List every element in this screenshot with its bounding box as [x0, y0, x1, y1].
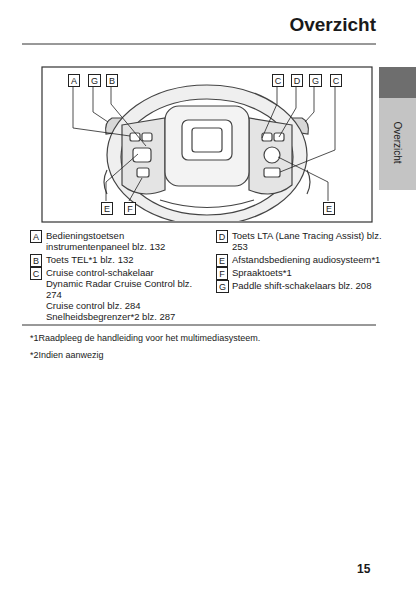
description-text: Toets LTA (Lane Tracing Assist) blz. 253 — [232, 230, 392, 252]
description-text: Cruise control-schakelaar — [46, 267, 196, 278]
header-rule — [22, 44, 376, 45]
callout-letter: E — [101, 202, 113, 215]
side-tab-dark — [379, 67, 416, 98]
callout-letter: G — [88, 74, 101, 87]
callout-letter: G — [309, 74, 322, 87]
description-text: Paddle shift-schakelaars blz. 208 — [232, 280, 392, 291]
callout-letter-text: B — [33, 256, 39, 266]
callout-letter-text: G — [91, 76, 98, 86]
footnote-rule — [22, 325, 376, 326]
callout-letter: F — [124, 202, 136, 215]
callout-letter: C — [272, 74, 284, 87]
description-text: Dynamic Radar Cruise Control blz. 274 — [46, 278, 196, 300]
legend-letter: D — [216, 230, 228, 243]
callout-letter-text: A — [71, 76, 77, 86]
callout-letter-text: C — [333, 76, 340, 86]
callout-letter-text: E — [326, 204, 332, 214]
callout-letter-text: E — [104, 204, 110, 214]
callout-letter: A — [68, 74, 80, 87]
callout-letter-text: B — [109, 76, 115, 86]
legend-letter: F — [216, 267, 228, 280]
callout-letter-text: A — [33, 232, 39, 242]
steering-wheel — [104, 85, 310, 221]
callout-letter-text: C — [275, 76, 282, 86]
description-text: Bedieningstoetsen instrumentenpaneel blz… — [46, 230, 196, 252]
legend-letter: G — [216, 280, 229, 293]
legend-letter: C — [30, 267, 42, 280]
description-text: Cruise control blz. 284 — [46, 300, 196, 311]
callout-letter-text: E — [219, 256, 225, 266]
callout-letter-text: D — [219, 232, 226, 242]
footnote: *2Indien aanwezig — [30, 350, 370, 361]
callout-letter: B — [106, 74, 118, 87]
side-tab — [379, 98, 416, 190]
page-number: 15 — [357, 562, 370, 576]
callout-letter-text: D — [294, 76, 301, 86]
callout-letter-text: F — [219, 269, 225, 279]
legend-letter: B — [30, 254, 42, 267]
footnote: *1Raadpleeg de handleiding voor het mult… — [30, 333, 370, 344]
description-text: Toets TEL*1 blz. 132 — [46, 254, 196, 265]
leader-lines — [73, 86, 335, 201]
callout-letter: D — [291, 74, 303, 87]
callout-letter-text: G — [219, 282, 226, 292]
callout-letter: E — [323, 202, 335, 215]
description-text: Snelheidsbegrenzer*2 blz. 287 — [46, 311, 196, 322]
description-text: Afstandsbediening audiosysteem*1 — [232, 254, 392, 265]
description-text: Spraaktoets*1 — [232, 267, 392, 278]
page-title: Overzicht — [289, 14, 376, 36]
callout-letter-text: C — [33, 269, 40, 279]
side-tab-text: Overzicht — [391, 121, 402, 163]
legend-letter: E — [216, 254, 228, 267]
callout-letter-text: G — [312, 76, 319, 86]
callout-letter: C — [330, 74, 342, 87]
callout-letter-text: F — [127, 204, 133, 214]
legend-letter: A — [30, 230, 42, 243]
